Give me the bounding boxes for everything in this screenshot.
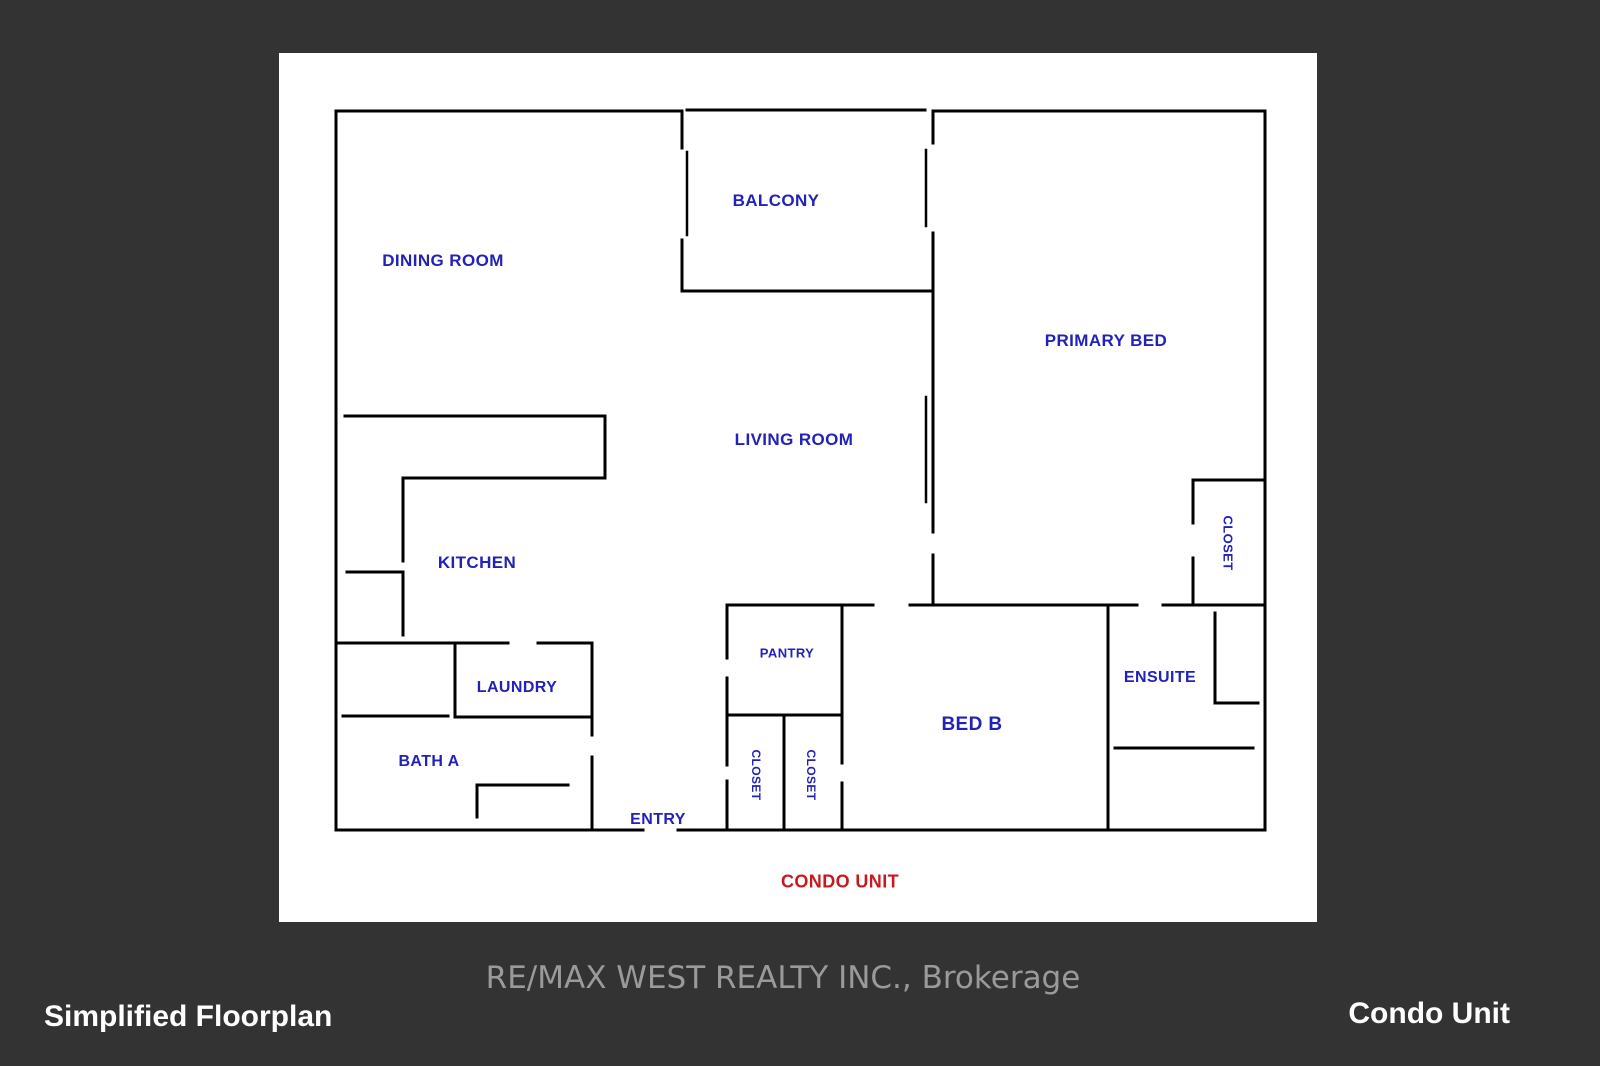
room-label-pantry: PANTRY [759, 645, 815, 661]
brokerage-line: RE/MAX WEST REALTY INC., Brokerage [485, 960, 1081, 996]
footer-left-label: Simplified Floorplan [44, 1000, 333, 1033]
room-label-kitchen: KITCHEN [437, 553, 517, 572]
room-label-dining-room: DINING ROOM [382, 251, 504, 270]
floorplan-sheet [279, 53, 1317, 922]
footer-right-label: Condo Unit [1348, 997, 1510, 1030]
room-label-bed-b: BED B [941, 714, 1003, 735]
room-label-balcony: BALCONY [732, 191, 820, 210]
room-label-closet: CLOSET [749, 749, 763, 801]
plan-caption: CONDO UNIT [781, 871, 899, 892]
room-label-closet: CLOSET [1220, 515, 1236, 571]
room-label-ensuite: ENSUITE [1123, 669, 1197, 686]
room-label-closet: CLOSET [804, 749, 818, 801]
room-label-entry: ENTRY [630, 811, 686, 828]
room-label-primary-bed: PRIMARY BED [1044, 331, 1168, 350]
room-label-living-room: LIVING ROOM [734, 430, 854, 449]
room-label-laundry: LAUNDRY [476, 679, 558, 696]
room-label-bath-a: BATH A [398, 753, 460, 770]
